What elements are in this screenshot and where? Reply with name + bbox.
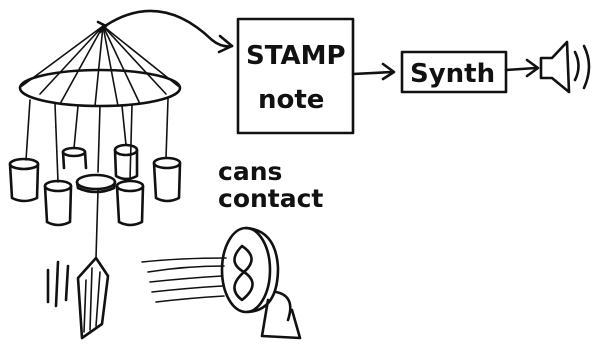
arrow-stamp-to-synth — [353, 64, 394, 79]
can-2 — [45, 181, 71, 225]
stamp-label: STAMP — [246, 41, 346, 71]
can-5 — [115, 145, 137, 179]
arrow-synth-to-speaker — [506, 60, 538, 76]
mobile-strings — [22, 26, 178, 106]
can-4-disc — [77, 175, 115, 192]
synth-label: Synth — [410, 59, 495, 89]
arrow-mobile-to-stamp — [98, 11, 232, 52]
contact-label: contact — [218, 184, 323, 213]
can-1 — [10, 159, 38, 201]
stamp-note-box — [238, 19, 353, 133]
can-3 — [63, 148, 86, 168]
can-6 — [117, 181, 143, 225]
mobile-ring — [20, 70, 180, 106]
cans-label: cans — [218, 157, 282, 186]
speaker-icon — [541, 42, 589, 92]
note-label: note — [258, 85, 324, 115]
fan-icon — [142, 228, 300, 338]
fan-blades — [234, 246, 252, 300]
hanging-plate — [48, 258, 108, 338]
can-7 — [154, 158, 180, 201]
can-threads — [26, 99, 168, 258]
wind-lines — [142, 258, 226, 302]
